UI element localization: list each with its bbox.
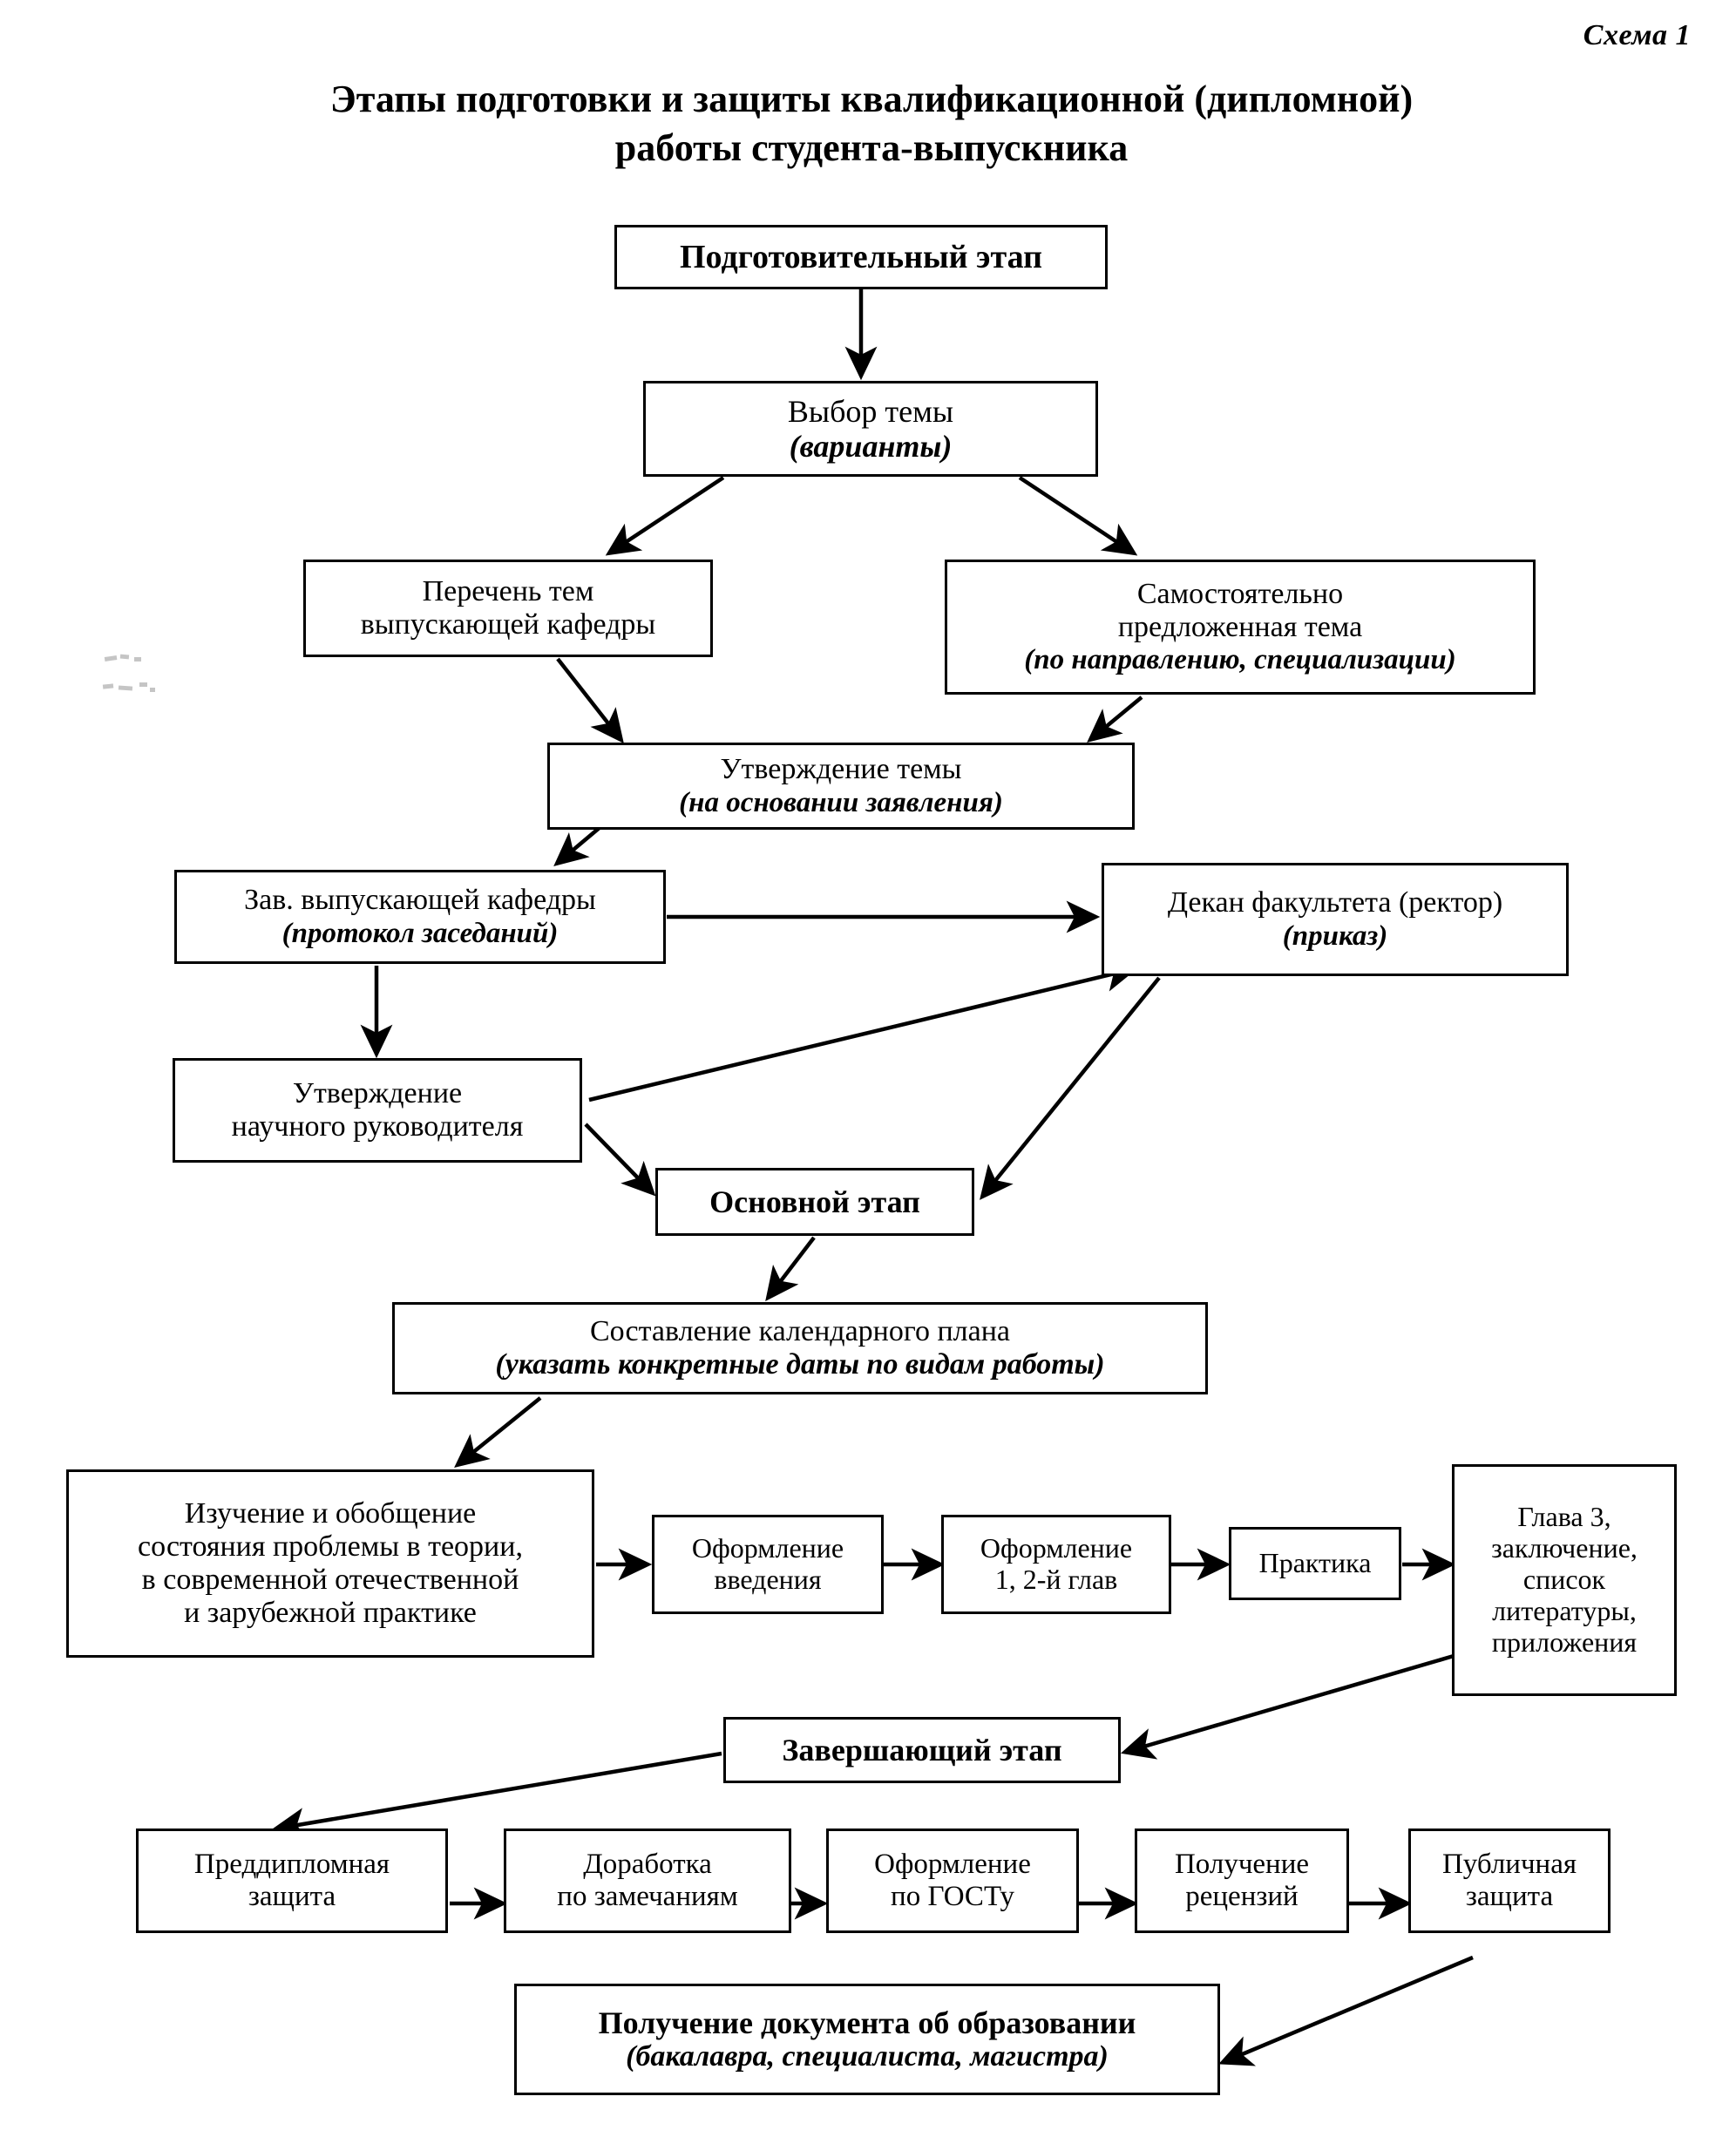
edge-chapter3-to-final [1120, 1653, 1455, 1760]
scan-artifact [102, 654, 155, 692]
edge-list-to-approval [556, 657, 624, 743]
node-gost-formatting-line-1: Оформление [874, 1849, 1031, 1881]
node-main-stage-line-1: Основной этап [709, 1184, 920, 1219]
node-diploma-line-1: Получение документа об образовании [598, 2005, 1136, 2040]
node-gost-formatting[interactable]: Оформление по ГОСТу [826, 1829, 1079, 1933]
node-supervisor-approval-line-2: научного руководителя [231, 1110, 524, 1143]
node-reviews-line-1: Получение [1174, 1849, 1310, 1881]
node-chapters-writeup-line-2: 1, 2-й глав [994, 1564, 1118, 1595]
node-intro-writeup[interactable]: Оформление введения [652, 1515, 884, 1614]
node-public-defense-line-1: Публичная [1441, 1849, 1577, 1881]
edge-supervisor-to-main [584, 1123, 656, 1197]
node-public-defense[interactable]: Публичная защита [1408, 1829, 1611, 1933]
node-study-problem-line-2: состояния проблемы в теории, [138, 1530, 523, 1563]
node-predefense[interactable]: Преддипломная защита [136, 1829, 448, 1933]
node-gost-formatting-line-2: по ГОСТу [891, 1881, 1014, 1912]
node-supervisor-approval[interactable]: Утверждение научного руководителя [173, 1058, 582, 1163]
node-dean[interactable]: Декан факультета (ректор) (приказ) [1102, 863, 1569, 976]
node-topic-choice-line-2: (варианты) [789, 429, 953, 464]
edge-self-to-approval [1087, 695, 1143, 743]
node-main-stage[interactable]: Основной этап [655, 1168, 974, 1236]
node-dept-head-line-1: Зав. выпускающей кафедры [244, 884, 596, 917]
edge-plan-to-study [454, 1396, 542, 1468]
node-chapter3-block-line-3: список [1522, 1564, 1606, 1596]
node-diploma[interactable]: Получение документа об образовании (бака… [514, 1984, 1220, 2095]
node-revision-line-1: Доработка [583, 1849, 712, 1881]
node-predefense-line-2: защита [248, 1881, 336, 1912]
node-dept-topic-list-line-2: выпускающей кафедры [360, 608, 656, 641]
node-chapter3-block[interactable]: Глава 3, заключение, список литературы, … [1452, 1464, 1677, 1696]
edge-topic-to-list [605, 476, 725, 556]
edge-approval-to-head [553, 824, 603, 867]
node-chapter3-block-line-5: приложения [1491, 1625, 1638, 1658]
edge-main-to-plan [765, 1236, 816, 1302]
node-practice[interactable]: Практика [1229, 1527, 1401, 1600]
node-calendar-plan-line-1: Составление календарного плана [590, 1314, 1010, 1347]
node-topic-choice[interactable]: Выбор темы (варианты) [643, 381, 1098, 477]
edge-final-to-predefense [271, 1751, 722, 1840]
node-diploma-line-2: (бакалавра, специалиста, магистра) [626, 2040, 1109, 2073]
node-reviews-line-2: рецензий [1185, 1881, 1299, 1912]
scheme-number-label: Схема 1 [1583, 19, 1691, 51]
node-revision-line-2: по замечаниям [557, 1881, 738, 1912]
node-self-proposed-topic[interactable]: Самостоятельно предложенная тема (по нап… [945, 560, 1536, 695]
page-title-line-1: Этапы подготовки и защиты квалификационн… [329, 78, 1414, 120]
node-intro-writeup-line-1: Оформление [691, 1532, 844, 1564]
node-predefense-line-1: Преддипломная [193, 1849, 390, 1881]
edge-defense-to-diploma [1218, 1955, 1474, 2066]
node-study-problem-line-3: в современной отечественной [141, 1564, 519, 1596]
node-final-stage-line-1: Завершающий этап [782, 1732, 1062, 1767]
page-title-line-2: работы студента-выпускника [614, 126, 1129, 170]
node-dept-topic-list[interactable]: Перечень тем выпускающей кафедры [303, 560, 713, 657]
node-study-problem[interactable]: Изучение и обобщение состояния проблемы … [66, 1469, 594, 1658]
node-supervisor-approval-line-1: Утверждение [292, 1076, 463, 1109]
edge-supervisor-to-dean [588, 960, 1139, 1103]
node-dean-line-1: Декан факультета (ректор) [1167, 886, 1503, 919]
node-reviews[interactable]: Получение рецензий [1135, 1829, 1349, 1933]
node-self-proposed-topic-line-3: (по направлению, специализации) [1024, 644, 1456, 676]
node-calendar-plan[interactable]: Составление календарного плана (указать … [392, 1302, 1208, 1394]
node-dept-head-line-2: (протокол заседаний) [281, 917, 559, 949]
node-chapter3-block-line-1: Глава 3, [1517, 1501, 1611, 1533]
node-dept-head[interactable]: Зав. выпускающей кафедры (протокол засед… [174, 870, 666, 964]
node-public-defense-line-2: защита [1465, 1881, 1554, 1912]
node-preparatory-stage[interactable]: Подготовительный этап [614, 225, 1108, 289]
node-chapter3-block-line-2: заключение, [1491, 1532, 1638, 1564]
node-final-stage[interactable]: Завершающий этап [723, 1717, 1121, 1783]
node-practice-line-1: Практика [1258, 1547, 1372, 1579]
node-intro-writeup-line-2: введения [714, 1564, 822, 1595]
node-topic-choice-line-1: Выбор темы [787, 393, 954, 429]
node-topic-approval-line-1: Утверждение темы [720, 753, 962, 786]
node-dean-line-2: (приказ) [1282, 919, 1388, 952]
node-study-problem-line-4: и зарубежной практике [184, 1597, 477, 1630]
node-chapters-writeup[interactable]: Оформление 1, 2-й глав [941, 1515, 1171, 1614]
node-study-problem-line-1: Изучение и обобщение [184, 1496, 477, 1530]
node-topic-approval[interactable]: Утверждение темы (на основании заявления… [547, 743, 1135, 830]
node-revision[interactable]: Доработка по замечаниям [504, 1829, 791, 1933]
node-dept-topic-list-line-1: Перечень тем [422, 574, 594, 607]
edge-topic-to-self [1018, 476, 1138, 556]
page-title: Этапы подготовки и защиты квалификационн… [157, 75, 1586, 173]
edge-dean-to-main [980, 976, 1161, 1200]
node-calendar-plan-line-2: (указать конкретные даты по видам работы… [495, 1348, 1105, 1381]
node-topic-approval-line-2: (на основании заявления) [679, 786, 1003, 818]
node-chapters-writeup-line-1: Оформление [980, 1532, 1133, 1564]
node-self-proposed-topic-line-1: Самостоятельно [1136, 577, 1344, 610]
node-preparatory-stage-line-1: Подготовительный этап [680, 238, 1042, 275]
node-self-proposed-topic-line-2: предложенная тема [1117, 611, 1363, 644]
node-chapter3-block-line-4: литературы, [1492, 1594, 1637, 1626]
